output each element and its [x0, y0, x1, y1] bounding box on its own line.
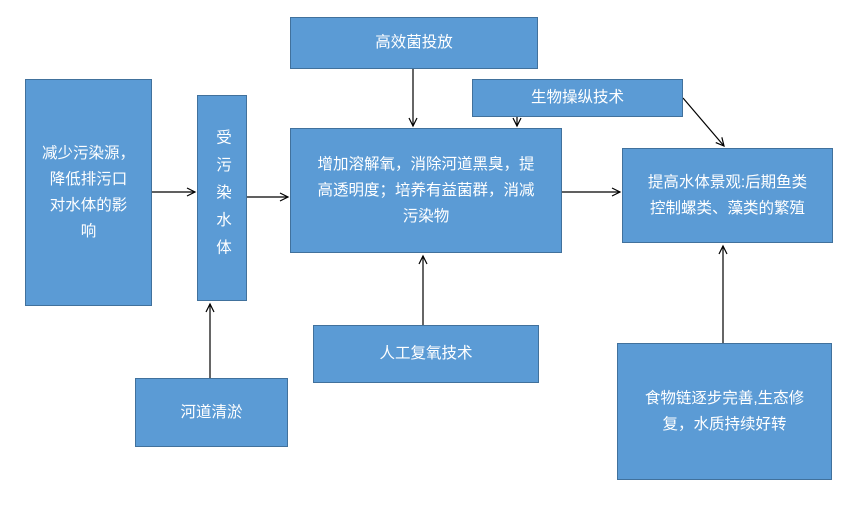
arrow-biomanip-to-improve [682, 97, 725, 148]
node-core-process: 增加溶解氧，消除河道黑臭，提 高透明度；培养有益菌群，消减 污染物 [290, 128, 562, 253]
node-improve-landscape-label: 提高水体景观:后期鱼类 控制螺类、藻类的繁殖 [647, 173, 808, 217]
node-artificial-reoxygenation-label: 人工复氧技术 [379, 345, 473, 362]
node-improve-landscape: 提高水体景观:后期鱼类 控制螺类、藻类的繁殖 [622, 148, 833, 243]
node-polluted-water-label: 受污染水体 [214, 129, 231, 267]
node-core-process-label: 增加溶解氧，消除河道黑臭，提 高透明度；培养有益菌群，消减 污染物 [317, 155, 535, 225]
node-river-dredging: 河道清淤 [135, 378, 288, 447]
node-reduce-pollution: 减少污染源， 降低排污口 对水体的影 响 [25, 79, 152, 306]
node-food-chain-label: 食物链逐步完善,生态修 复，水质持续好转 [644, 389, 805, 433]
node-artificial-reoxygenation: 人工复氧技术 [313, 325, 539, 383]
node-biomanipulation-label: 生物操纵技术 [530, 89, 624, 106]
node-polluted-water: 受污染水体 [197, 95, 247, 301]
node-biomanipulation: 生物操纵技术 [472, 79, 683, 117]
node-river-dredging-label: 河道清淤 [180, 403, 243, 421]
node-bacteria-dosing-label: 高效菌投放 [375, 34, 453, 51]
node-bacteria-dosing: 高效菌投放 [290, 17, 538, 69]
node-reduce-pollution-label: 减少污染源， 降低排污口 对水体的影 响 [41, 144, 135, 240]
node-food-chain: 食物链逐步完善,生态修 复，水质持续好转 [617, 343, 832, 480]
